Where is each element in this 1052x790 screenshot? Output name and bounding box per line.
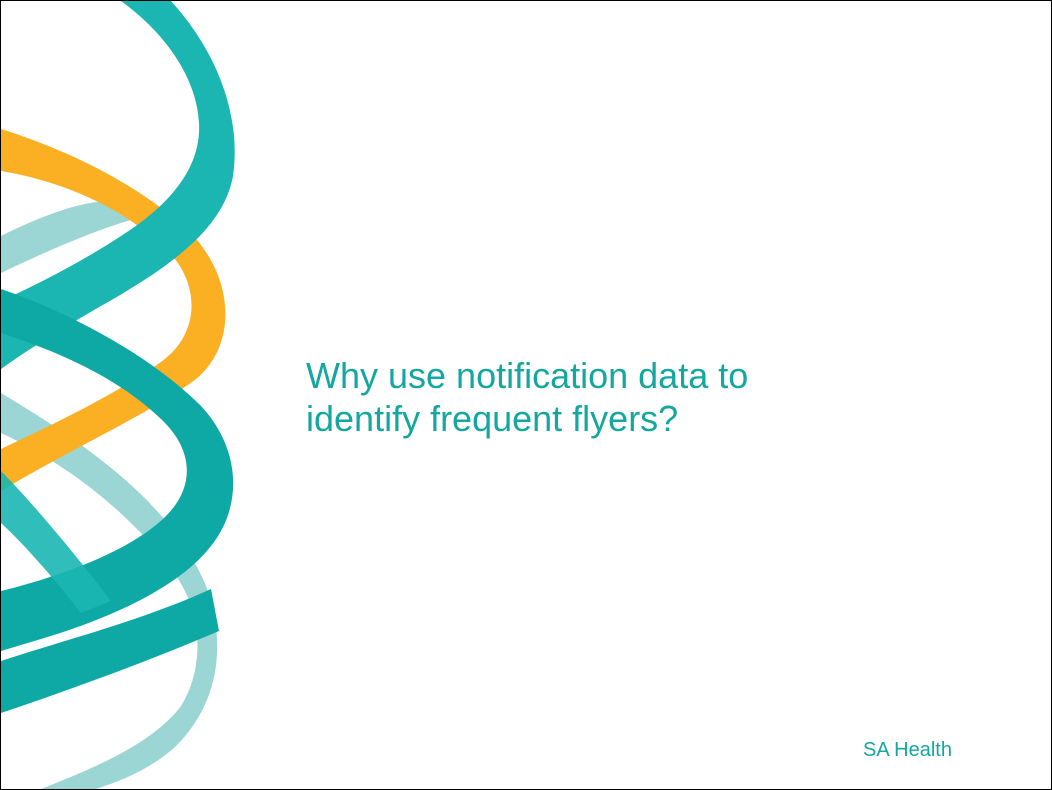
light-teal-ribbon-lower xyxy=(1,393,218,789)
teal-ribbon-bottom xyxy=(1,589,219,713)
teal-ribbon-left-edge xyxy=(1,471,111,613)
slide-title-line-1: Why use notification data to xyxy=(306,355,749,396)
slide-title-line-2: identify frequent flyers? xyxy=(306,398,679,439)
light-teal-ribbon-upper xyxy=(1,201,151,273)
teal-ribbon-top xyxy=(1,1,235,369)
footer-organisation: SA Health xyxy=(863,739,952,761)
slide-title: Why use notification data to identify fr… xyxy=(306,354,946,440)
helix-ribbon-graphic xyxy=(1,1,235,789)
teal-ribbon-middle xyxy=(1,289,234,651)
